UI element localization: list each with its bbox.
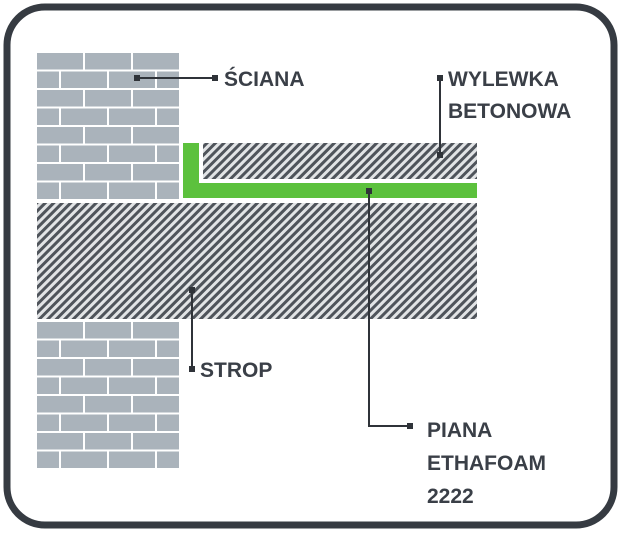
brick: [157, 145, 179, 162]
brick: [133, 433, 179, 450]
leader-foam: [368, 191, 410, 427]
brick: [133, 53, 179, 70]
leader-lines: [137, 77, 441, 427]
brick: [37, 322, 83, 339]
brick: [157, 340, 179, 357]
brick: [61, 451, 107, 468]
label-wall: ŚCIANA: [224, 67, 305, 91]
foam-horizontal-strip: [183, 183, 477, 198]
brick: [109, 414, 155, 431]
brick: [85, 322, 131, 339]
brick: [157, 414, 179, 431]
brick: [61, 377, 107, 394]
brick: [37, 164, 83, 181]
brick: [85, 127, 131, 144]
brick: [61, 182, 107, 199]
brick: [37, 182, 59, 199]
leader-dot-slab-end: [189, 366, 195, 372]
brick: [157, 71, 179, 88]
label-foam-line3: 2222: [427, 485, 474, 508]
brick: [157, 451, 179, 468]
brick: [61, 145, 107, 162]
label-foam-line2: ETHAFOAM: [427, 452, 546, 475]
leader-dot-wall-end: [212, 75, 218, 81]
brick: [37, 359, 83, 376]
brick: [61, 108, 107, 125]
brick: [157, 377, 179, 394]
brick: [133, 127, 179, 144]
brick: [37, 433, 83, 450]
brick: [61, 71, 107, 88]
brick: [85, 359, 131, 376]
brick: [61, 340, 107, 357]
wall-bottom-bricks: [37, 322, 179, 468]
concrete-slab: [37, 203, 477, 319]
brick: [85, 90, 131, 107]
brick: [109, 377, 155, 394]
label-slab: STROP: [200, 359, 272, 382]
brick: [37, 414, 59, 431]
brick: [37, 145, 59, 162]
leader-dot-screed: [437, 152, 443, 158]
leader-dot-foam-end: [407, 423, 413, 429]
brick: [109, 108, 155, 125]
brick: [109, 145, 155, 162]
brick: [37, 127, 83, 144]
leader-dot-screed-top: [437, 75, 443, 81]
brick: [37, 53, 83, 70]
brick: [85, 164, 131, 181]
leader-dot-slab: [189, 287, 195, 293]
label-screed-line2: BETONOWA: [448, 100, 571, 123]
brick: [37, 90, 83, 107]
brick: [37, 451, 59, 468]
concrete-screed: [203, 143, 477, 179]
leader-dot-foam: [366, 188, 372, 194]
brick: [37, 340, 59, 357]
brick: [37, 71, 59, 88]
brick: [37, 108, 59, 125]
brick: [133, 322, 179, 339]
brick: [109, 71, 155, 88]
label-screed-line1: WYLEWKA: [448, 68, 559, 91]
leader-dot-wall: [134, 75, 140, 81]
brick: [85, 396, 131, 413]
wall-top-bricks: [37, 53, 179, 199]
brick: [133, 396, 179, 413]
brick: [133, 164, 179, 181]
brick: [61, 414, 107, 431]
leader-endpoints: [134, 75, 443, 429]
brick: [109, 340, 155, 357]
brick: [85, 433, 131, 450]
brick: [157, 182, 179, 199]
brick: [37, 396, 83, 413]
brick: [133, 359, 179, 376]
brick: [157, 108, 179, 125]
brick: [109, 451, 155, 468]
brick: [133, 90, 179, 107]
brick: [109, 182, 155, 199]
label-foam-line1: PIANA: [427, 419, 492, 442]
brick: [85, 53, 131, 70]
brick: [37, 377, 59, 394]
